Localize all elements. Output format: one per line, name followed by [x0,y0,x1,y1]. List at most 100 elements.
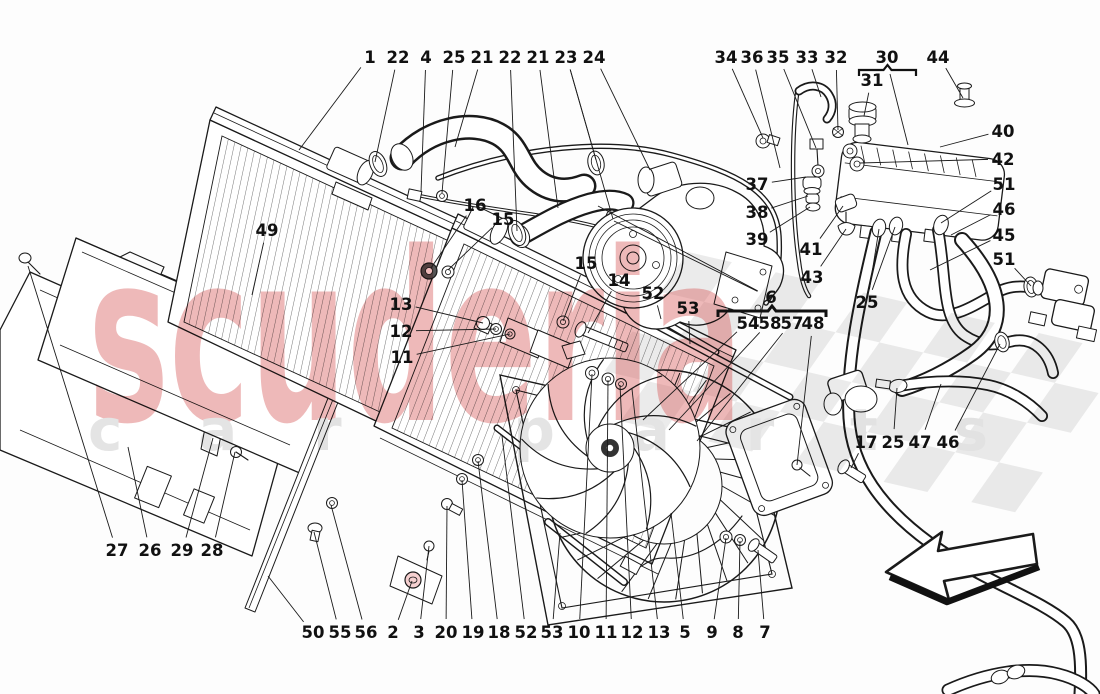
checker-cell [835,292,908,343]
leader-line-18 [477,460,498,620]
leader-line-52 [656,305,662,320]
leader-line-11 [605,379,609,620]
callout-3: 3 [413,623,424,642]
callout-20: 20 [435,623,458,642]
direction-arrow [884,530,1041,606]
callout-29: 29 [171,541,194,560]
leader-line-34 [731,68,764,139]
leader-line-32 [835,69,839,131]
leader-line-46 [950,214,991,236]
callout-12: 12 [621,623,644,642]
leader-line-11 [416,333,511,355]
callout-51: 51 [993,175,1016,194]
leader-line-47 [924,383,942,430]
watermark-brand: scuderia [88,203,743,476]
callout-56: 56 [355,623,378,642]
leader-line-44 [945,67,964,99]
checker-cell [883,442,956,493]
callout-1: 1 [364,48,375,67]
pump-pulley [582,207,684,309]
temp-sensor-fitting [441,454,484,516]
leader-line-8 [737,540,741,620]
leader-line-10 [579,373,593,620]
checker-cell [939,362,1011,413]
callout-24: 24 [583,48,606,67]
bracket-line [716,303,828,317]
checker-cell [660,252,732,302]
callout-7: 7 [759,623,770,642]
leader-line-28 [214,451,236,538]
solenoid-valve [1028,268,1098,343]
callout-22: 22 [499,48,522,67]
spiral-blade [521,438,599,470]
leader-line-21 [454,69,479,148]
checker-cells [604,252,1099,513]
bracket-0 [857,63,918,146]
leader-line-42 [859,158,989,164]
leader-line-22 [374,69,396,163]
fan-blade [577,533,632,561]
leader-line-3 [420,545,430,620]
checker-cell [676,301,748,352]
leader-line-39 [769,206,811,233]
leader-line-15 [562,274,581,322]
callout-55: 55 [329,623,352,642]
callout-38: 38 [746,203,769,222]
callout-33: 33 [796,48,819,67]
leader-line-53 [552,532,561,620]
leader-line-12 [415,328,497,332]
callout-11: 11 [391,348,414,367]
leader-line-14 [587,291,612,334]
leader-line-53 [688,320,691,345]
leader-line-54 [642,331,738,421]
leader-line-23 [569,69,614,220]
leader-line-31 [863,92,870,117]
checker-cell [708,401,780,452]
leader-line-12 [619,384,632,620]
callout-26: 26 [139,541,162,560]
bracket-1 [716,303,828,317]
fan-blade [597,539,644,580]
leader-line-51 [1014,267,1032,287]
leader-line-16 [430,215,467,269]
spiral-blade [583,358,605,440]
checker-cell [867,392,940,443]
callout-18: 18 [488,623,511,642]
callout-37: 37 [746,175,769,194]
checker-cell [923,312,995,363]
leader-line-48 [796,335,812,466]
radiator-filler-neck [326,146,375,186]
leader-line-43 [820,228,847,267]
tank-cap [848,101,877,144]
leader-line-24 [600,68,651,171]
leader-line-6 [597,205,758,292]
leader-line-25 [871,226,896,290]
leader-line-38 [771,195,809,209]
callout-6: 6 [765,288,776,307]
leader-line-46 [954,343,1001,431]
leader-line-45 [929,240,991,271]
callout-50: 50 [302,623,325,642]
callout-25: 25 [882,433,905,452]
callout-53: 53 [541,623,564,642]
checker-cell [763,322,836,373]
shield-bolt-27 [18,252,41,275]
callout-16: 16 [464,196,487,215]
callout-19: 19 [462,623,485,642]
leader-line-29 [185,437,214,538]
spiral-blade [597,375,663,428]
leader-line-6 [613,220,758,292]
bracket-line [857,63,918,76]
leader-line-57 [696,332,783,442]
leader-line-35 [783,68,817,149]
fan-fasteners [307,340,778,564]
callout-4: 4 [420,48,431,67]
callout-58: 58 [759,314,782,333]
callout-34: 34 [715,48,738,67]
spiral-blade [633,447,652,530]
callout-36: 36 [741,48,764,67]
callout-57: 57 [781,314,804,333]
leader-line-13 [631,388,658,620]
callout-46: 46 [993,200,1016,219]
